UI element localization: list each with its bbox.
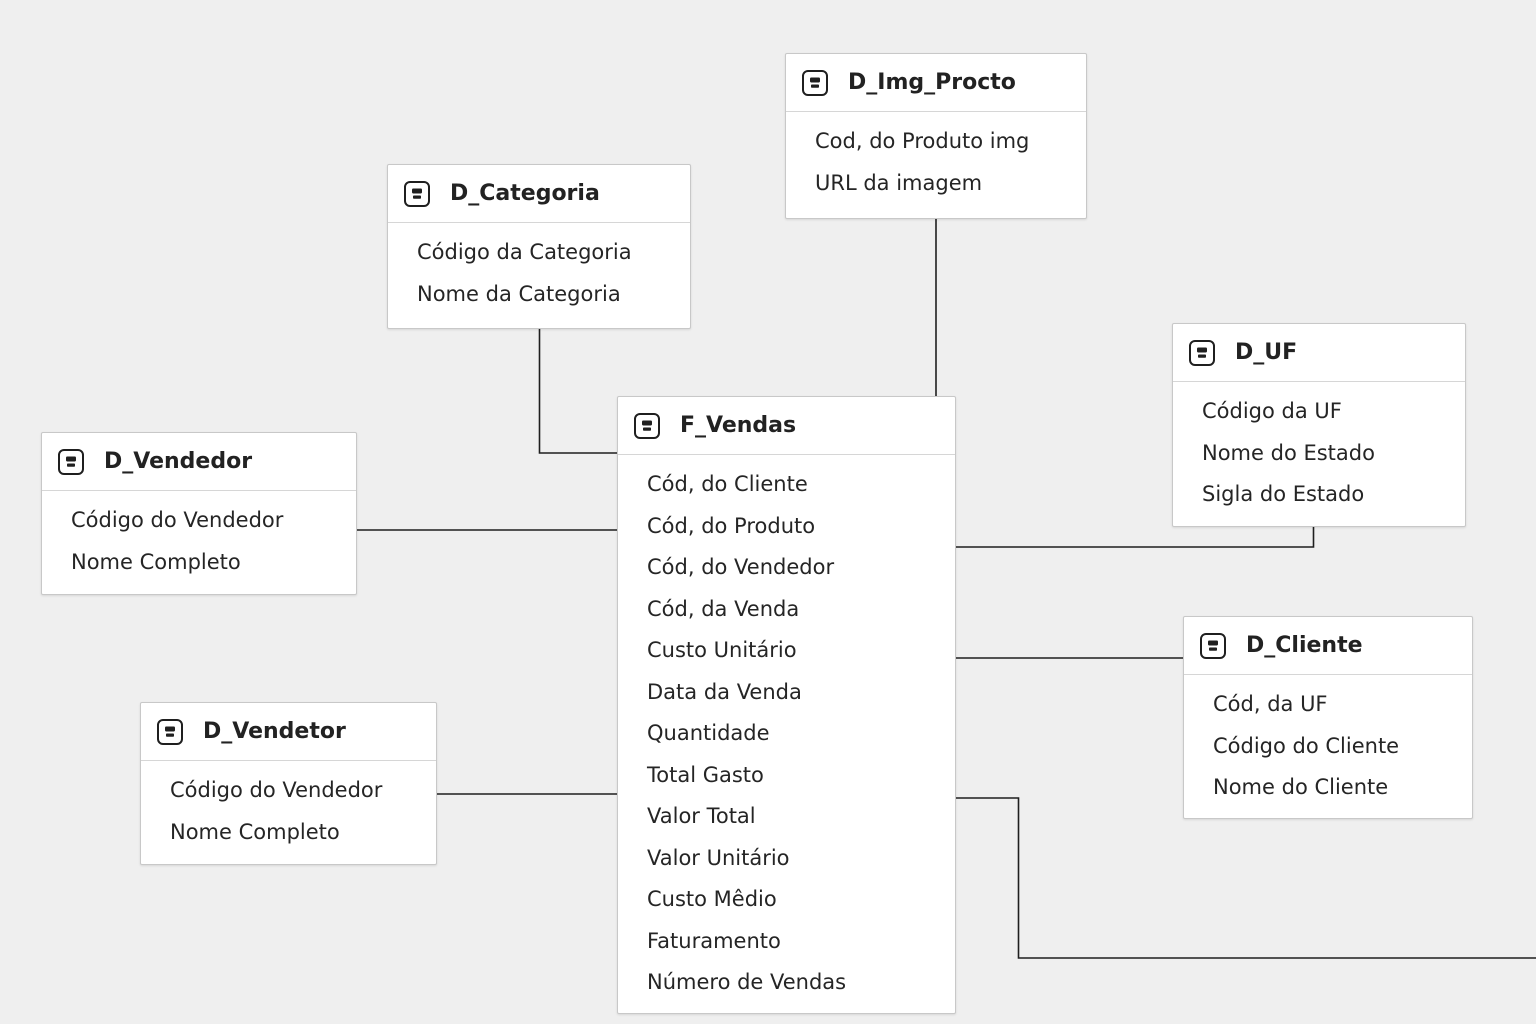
table-f-vendas[interactable]: F_Vendas Cód, do Cliente Cód, do Produto… <box>617 396 956 1014</box>
relationship-d-uf-f-vendas[interactable] <box>955 527 1315 548</box>
field-item[interactable]: Custo Unitário <box>647 638 797 662</box>
table-icon <box>58 448 84 475</box>
table-d-img-procto[interactable]: D_Img_Procto Cod, do Produto img URL da … <box>785 53 1087 219</box>
field-item[interactable]: Código do Vendedor <box>71 508 284 532</box>
field-item[interactable]: URL da imagem <box>815 170 983 195</box>
field-item[interactable]: Valor Unitário <box>647 845 790 870</box>
table-d-cliente[interactable]: D_Cliente Cód, da UF Código do Cliente N… <box>1183 616 1473 819</box>
field-list: Código da UF Nome do Estado Sigla do Est… <box>1173 382 1465 516</box>
field-item[interactable]: Código da UF <box>1202 399 1342 423</box>
table-icon <box>157 718 183 745</box>
field-list: Código do Vendedor Nome Completo <box>42 491 356 583</box>
field-item[interactable]: Cód, da Venda <box>647 596 800 621</box>
table-d-categoria[interactable]: D_Categoria Código da Categoria Nome da … <box>387 164 691 329</box>
field-item[interactable]: Valor Total <box>647 804 756 828</box>
table-header[interactable]: F_Vendas <box>618 397 955 455</box>
table-header[interactable]: D_Img_Procto <box>786 54 1086 112</box>
field-item[interactable]: Cod, do Produto img <box>815 129 1030 153</box>
table-title: D_Cliente <box>1246 632 1363 658</box>
field-item[interactable]: Nome Completo <box>71 549 241 574</box>
field-item[interactable]: Cód, do Cliente <box>647 472 808 496</box>
table-icon <box>1200 632 1226 659</box>
field-item[interactable]: Número de Vendas <box>647 970 847 994</box>
field-item[interactable]: Código do Cliente <box>1213 733 1400 758</box>
table-icon <box>404 180 430 207</box>
field-item[interactable]: Cód, da UF <box>1213 692 1328 716</box>
table-title: D_Img_Procto <box>848 69 1016 95</box>
field-item[interactable]: Nome do Cliente <box>1213 775 1389 799</box>
field-list: Código do Vendedor Nome Completo <box>141 761 436 853</box>
field-item[interactable]: Código da Categoria <box>417 240 632 264</box>
field-item[interactable]: Cód, do Produto <box>647 513 816 538</box>
field-item[interactable]: Custo Mêdio <box>647 887 777 911</box>
field-list: Cod, do Produto img URL da imagem <box>786 112 1086 204</box>
table-d-uf[interactable]: D_UF Código da UF Nome do Estado Sigla d… <box>1172 323 1466 527</box>
field-item[interactable]: Cód, do Vendedor <box>647 555 835 579</box>
field-list: Código da Categoria Nome da Categoria <box>388 223 690 315</box>
field-list: Cód, da UF Código do Cliente Nome do Cli… <box>1184 675 1472 809</box>
table-d-vendedor[interactable]: D_Vendedor Código do Vendedor Nome Compl… <box>41 432 357 595</box>
field-item[interactable]: Total Gasto <box>647 762 764 787</box>
field-item[interactable]: Sigla do Estado <box>1202 482 1365 506</box>
field-item[interactable]: Quantidade <box>647 721 770 745</box>
table-icon <box>1189 339 1215 366</box>
field-item[interactable]: Faturamento <box>647 928 781 953</box>
table-title: D_Vendedor <box>104 448 253 474</box>
relationship-d-categoria-f-vendas[interactable] <box>538 329 618 454</box>
table-header[interactable]: D_Vendetor <box>141 703 436 761</box>
table-title: D_Categoria <box>450 180 600 206</box>
field-list: Cód, do Cliente Cód, do Produto Cód, do … <box>618 455 955 1004</box>
table-header[interactable]: D_UF <box>1173 324 1465 382</box>
table-title: F_Vendas <box>680 412 797 438</box>
table-title: D_UF <box>1235 339 1298 365</box>
table-header[interactable]: D_Categoria <box>388 165 690 223</box>
table-d-vendetor[interactable]: D_Vendetor Código do Vendedor Nome Compl… <box>140 702 437 865</box>
field-item[interactable]: Código do Vendedor <box>170 778 383 802</box>
table-header[interactable]: D_Cliente <box>1184 617 1472 675</box>
field-item[interactable]: Data da Venda <box>647 679 802 704</box>
table-icon <box>802 69 828 96</box>
table-title: D_Vendetor <box>203 718 346 744</box>
table-header[interactable]: D_Vendedor <box>42 433 356 491</box>
field-item[interactable]: Nome Completo <box>170 819 340 844</box>
field-item[interactable]: Nome da Categoria <box>417 281 621 306</box>
field-item[interactable]: Nome do Estado <box>1202 440 1375 465</box>
table-icon <box>634 412 660 439</box>
relationship-f-vendas-offscreen[interactable] <box>955 797 1536 959</box>
